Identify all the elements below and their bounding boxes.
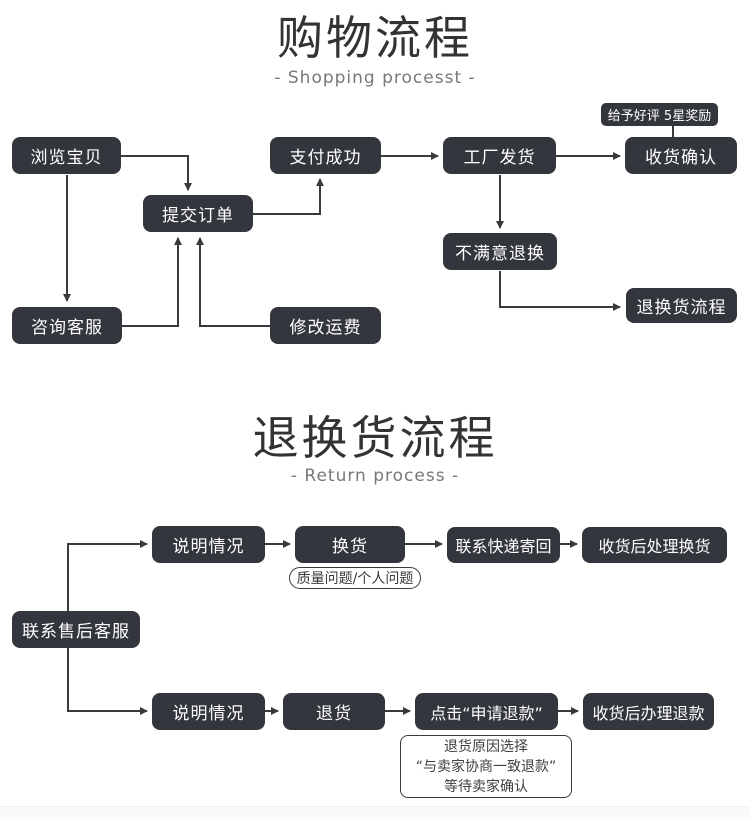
node-browse-items: 浏览宝贝 bbox=[12, 137, 121, 174]
return-flow-section: 退换货流程 - Return process - 说明情况 换货 联系快递寄回 … bbox=[0, 380, 750, 806]
node-pay-success: 支付成功 bbox=[270, 137, 381, 174]
node-return-process-link: 退换货流程 bbox=[626, 288, 737, 323]
node-submit-order: 提交订单 bbox=[143, 195, 253, 232]
node-consult-service: 咨询客服 bbox=[12, 307, 122, 344]
exchange-reason-pill: 质量问题/个人问题 bbox=[289, 567, 421, 589]
node-factory-ship: 工厂发货 bbox=[443, 137, 556, 174]
return-subtitle: - Return process - bbox=[290, 466, 460, 486]
refund-note-line1: 退货原因选择 bbox=[444, 738, 528, 755]
node-refund: 退货 bbox=[283, 693, 385, 730]
node-handle-refund: 收货后办理退款 bbox=[583, 693, 714, 730]
node-explain-bottom: 说明情况 bbox=[152, 693, 265, 730]
node-explain-top: 说明情况 bbox=[152, 526, 265, 563]
refund-note-line2: “与卖家协商一致退款” bbox=[415, 758, 557, 775]
footer-strip bbox=[0, 806, 750, 820]
shopping-flow-section: 购物流程 - Shopping processt - 给予好评 5星奖励 浏览宝… bbox=[0, 0, 750, 380]
node-handle-exchange: 收货后处理换货 bbox=[582, 527, 727, 563]
shopping-title: 购物流程 bbox=[277, 11, 473, 65]
return-title: 退换货流程 bbox=[252, 411, 498, 465]
node-confirm-receipt: 收货确认 bbox=[625, 137, 737, 174]
node-apply-refund: 点击“申请退款” bbox=[415, 693, 558, 730]
refund-reason-note: 退货原因选择 “与卖家协商一致退款” 等待卖家确认 bbox=[400, 735, 572, 798]
refund-note-line3: 等待卖家确认 bbox=[444, 778, 528, 795]
node-praise-reward: 给予好评 5星奖励 bbox=[601, 103, 718, 126]
node-courier-return: 联系快递寄回 bbox=[447, 527, 560, 563]
node-modify-freight: 修改运费 bbox=[270, 307, 381, 344]
shopping-subtitle: - Shopping processt - bbox=[274, 68, 476, 88]
node-unsatisfied-return: 不满意退换 bbox=[443, 233, 557, 270]
node-contact-after-sales: 联系售后客服 bbox=[12, 611, 140, 648]
node-exchange: 换货 bbox=[295, 526, 405, 563]
